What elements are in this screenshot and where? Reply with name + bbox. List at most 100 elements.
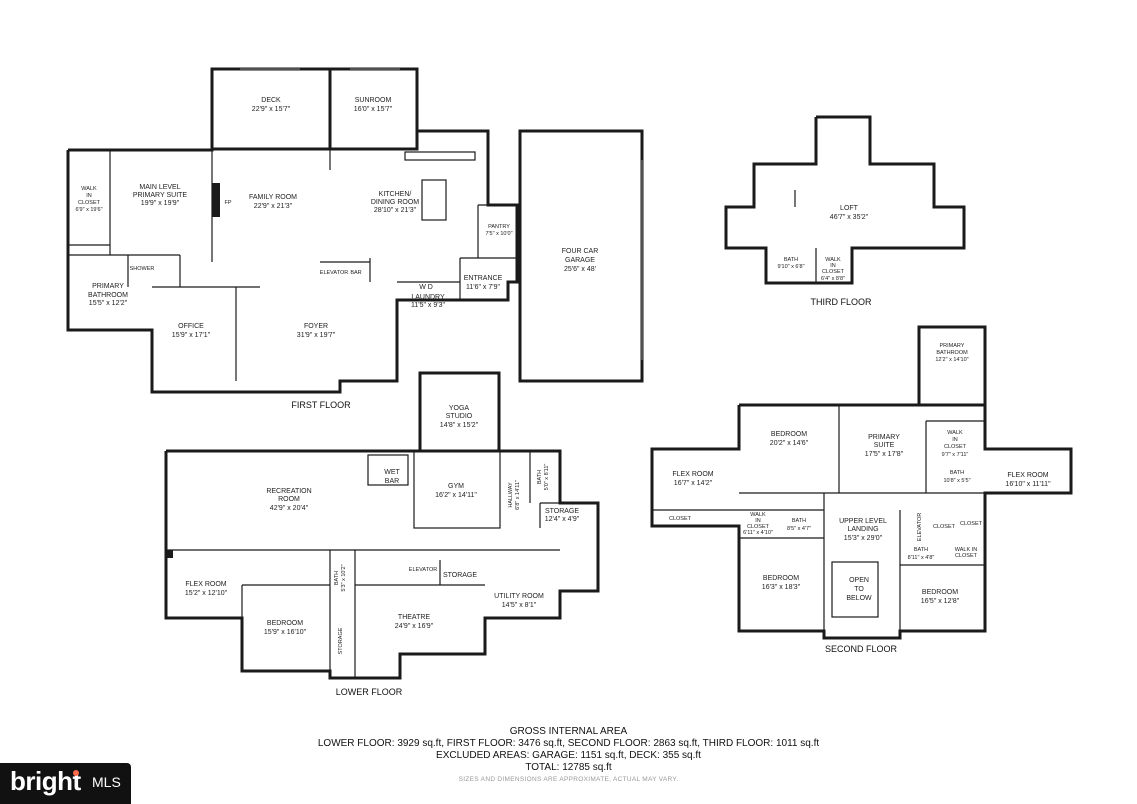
room-name: CLOSET [822, 269, 845, 275]
room-dimensions: 6'9" x 19'6" [75, 207, 102, 213]
room-name: FLEX ROOM [185, 581, 226, 588]
room-name: BEDROOM [771, 431, 807, 438]
room-name: THEATRE [398, 614, 430, 621]
floor-title: FIRST FLOOR [291, 400, 351, 410]
room-dimensions: 42'9" x 20'4" [270, 505, 309, 512]
room-name: CLOSET [78, 200, 101, 206]
room-name: OFFICE [178, 323, 204, 330]
room-name: BELOW [846, 595, 872, 602]
room-dimensions: 20'2" x 14'6" [770, 440, 809, 447]
room-name: FLEX ROOM [672, 471, 713, 478]
room-dimensions: 11'6" x 7'9" [466, 284, 500, 291]
area-summary: GROSS INTERNAL AREA LOWER FLOOR: 3929 sq… [0, 726, 1137, 786]
room-dimensions: 22'9" x 21'3" [254, 203, 293, 210]
room-dimensions: 5'0" x 8'11" [544, 464, 550, 491]
room-name: STUDIO [446, 413, 473, 420]
room-name: CLOSET [933, 524, 956, 530]
logo-suffix: MLS [92, 774, 121, 790]
room-dimensions: 15'9" x 17'1" [172, 332, 211, 339]
room-name: FOYER [304, 323, 328, 330]
room-dimensions: 6'11" x 4'10" [743, 530, 773, 536]
room-name: IN [830, 263, 836, 269]
room-name: UPPER LEVEL [839, 518, 887, 525]
room-name: WALK [947, 430, 963, 436]
washer-dryer: W D [419, 284, 433, 291]
room-dimensions: 16'3" x 18'3" [762, 584, 801, 591]
room-name: WALK IN [955, 547, 977, 553]
room-name: ELEVATOR [409, 567, 437, 573]
room-dimensions: 11'5" x 9'3" [411, 302, 445, 309]
room-name: CLOSET [955, 553, 978, 559]
second-floor-plan [650, 325, 1073, 640]
room-dimensions: 31'9" x 19'7" [297, 332, 336, 339]
room-name: PRIMARY [92, 283, 124, 290]
room-name: PRIMARY [940, 343, 965, 349]
room-name: BATHROOM [88, 292, 128, 299]
room-name: STORAGE [545, 508, 579, 515]
room-name: PRIMARY [868, 434, 900, 441]
room-dimensions: 10'8" x 5'5" [943, 478, 970, 484]
room-name: LANDING [847, 526, 878, 533]
lower-floor-plan [164, 371, 600, 680]
third-floor-plan [724, 115, 966, 285]
room-name: BATH [950, 470, 964, 476]
floor-title: LOWER FLOOR [336, 687, 403, 697]
room-name: DINING ROOM [371, 199, 419, 206]
room-name: SUITE [874, 442, 895, 449]
room-dimensions: 16'0" x 15'7" [354, 106, 393, 113]
first-floor-plan [66, 67, 644, 394]
room-dimensions: 5'3" x 10'2" [341, 564, 347, 591]
room-name: BATHROOM [936, 350, 968, 356]
room-dimensions: 14'5" x 8'1" [502, 602, 537, 609]
room-name: MAIN LEVEL [139, 184, 180, 191]
room-name: CLOSET [944, 444, 967, 450]
room-name: WET [384, 469, 400, 476]
room-name: ENTRANCE [464, 275, 503, 282]
room-dimensions: 16'2" x 14'11" [435, 492, 477, 499]
room-name: CLOSET [747, 524, 770, 530]
room-dimensions: 9'7" x 7'11" [942, 452, 969, 458]
room-name: ELEVATOR [917, 513, 923, 541]
room-name: CLOSET [960, 521, 983, 527]
room-dimensions: 12'2" x 14'10" [935, 357, 968, 363]
room-name: LOFT [840, 205, 859, 212]
room-dimensions: 17'5" x 17'8" [865, 451, 904, 458]
room-name: LAUNDRY [411, 294, 445, 301]
room-dimensions: 9'10" x 6'8" [777, 264, 804, 270]
room-dimensions: 16'5" x 12'8" [921, 598, 960, 605]
room-name: GARAGE [565, 257, 595, 264]
room-name: SUNROOM [355, 97, 392, 104]
room-name: WALK [81, 186, 97, 192]
room-name: GYM [448, 483, 464, 490]
room-name: BATH [784, 257, 798, 263]
summary-total: TOTAL: 12785 sq.ft [525, 762, 612, 773]
floor-title: THIRD FLOOR [810, 297, 872, 307]
room-name: FOUR CAR [562, 248, 599, 255]
summary-disclaimer: SIZES AND DIMENSIONS ARE APPROXIMATE, AC… [458, 776, 679, 783]
room-name: BATH [334, 571, 340, 585]
room-name: UTILITY ROOM [494, 593, 544, 600]
room-name: TO [854, 586, 864, 593]
floor-plan-drawing: DECK 22'9" x 15'7" SUNROOM 16'0" x 15'7"… [66, 67, 1073, 697]
room-name: BATH [792, 518, 806, 524]
room-name: BAR [385, 478, 399, 485]
room-name: BAR [350, 270, 361, 276]
room-dimensions: 25'6" x 48' [564, 266, 596, 273]
logo-brand: bright [10, 766, 81, 796]
room-name: IN [952, 437, 958, 443]
floor-title: SECOND FLOOR [825, 644, 898, 654]
room-name: STORAGE [443, 572, 477, 579]
bright-mls-logo: bright MLS [0, 763, 131, 804]
room-name: RECREATION [266, 488, 311, 495]
room-dimensions: 8'11" x 4'8" [908, 555, 935, 561]
room-name: BATH [914, 547, 928, 553]
room-dimensions: 8'5" x 4'7" [787, 526, 811, 532]
room-dimensions: 6'8" x 14'11" [515, 480, 521, 510]
room-name: WALK [825, 257, 841, 263]
room-dimensions: 7'5" x 10'0" [485, 231, 512, 237]
room-name: ELEVATOR [320, 270, 348, 276]
room-name: OPEN [849, 577, 869, 584]
room-dimensions: 15'3" x 29'0" [844, 535, 883, 542]
room-name: IN [86, 193, 92, 199]
room-name: BATH [537, 470, 543, 484]
